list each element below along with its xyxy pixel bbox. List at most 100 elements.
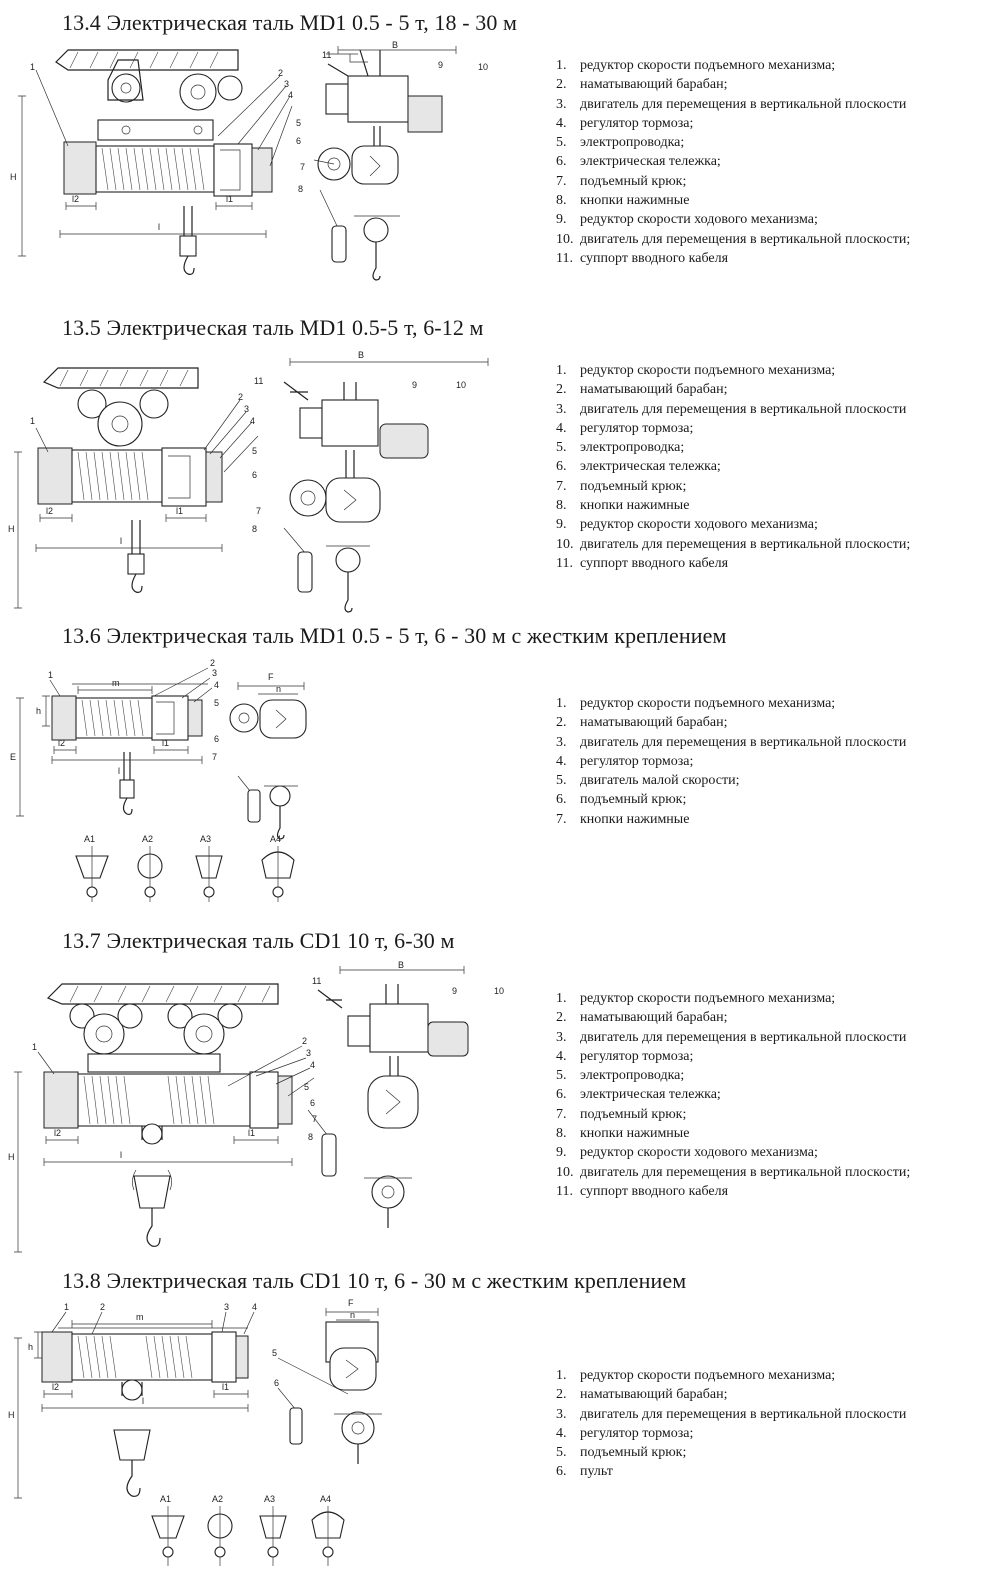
- legend-item: 3.двигатель для перемещения в вертикальн…: [556, 1029, 907, 1045]
- legend-item: 4.регулятор тормоза;: [556, 115, 694, 131]
- label-num-6: 6: [310, 1098, 315, 1108]
- dim-h: h: [28, 1342, 33, 1352]
- legend-item: 10.двигатель для перемещения в вертикаль…: [556, 231, 911, 247]
- dim-H: H: [10, 172, 17, 182]
- legend-list: 1.редуктор скорости подъемного механизма…: [556, 989, 910, 1201]
- label-num-3: 3: [284, 79, 289, 89]
- dim-l: l: [120, 1150, 122, 1160]
- label-num-4: 4: [250, 416, 255, 426]
- dim-E: E: [10, 752, 16, 762]
- label-num-9: 9: [438, 60, 443, 70]
- hoist-drawing-cd1-rigid: A1 A2 A3 A4 1 2 3 4 5 6 H h m l l2: [8, 1298, 382, 1566]
- legend-item: 4.регулятор тормоза;: [556, 1425, 694, 1441]
- legend-item: 1.редуктор скорости подъемного механизма…: [556, 363, 836, 378]
- label-num-11: 11: [254, 376, 263, 386]
- legend-item: 4.регулятор тормоза;: [556, 420, 694, 436]
- dim-l1: l1: [222, 1382, 229, 1392]
- label-num-11: 11: [312, 976, 321, 986]
- label-num-2: 2: [278, 68, 283, 78]
- label-num-8: 8: [308, 1132, 313, 1142]
- hoist-drawing-cd1-10t: 1 2 3 4 5 6 7 8 9 10 11 H l l2 l1 B: [8, 960, 504, 1253]
- mount-variant-a4: A4: [311, 1494, 345, 1566]
- label-num-9: 9: [412, 380, 417, 390]
- legend-item: 7.кнопки нажимные: [556, 811, 690, 827]
- dim-l2: l2: [72, 194, 79, 204]
- legend-item: 2.наматывающий барабан;: [556, 1010, 728, 1026]
- label-num-8: 8: [252, 524, 257, 534]
- legend-list: 1.редуктор скорости подъемного механизма…: [556, 1366, 906, 1482]
- dim-H: H: [8, 1410, 15, 1420]
- legend-item: 2.наматывающий барабан;: [556, 715, 728, 731]
- legend-item: 1.редуктор скорости подъемного механизма…: [556, 696, 836, 711]
- legend-item: 10.двигатель для перемещения в вертикаль…: [556, 536, 911, 552]
- legend-item: 2.наматывающий барабан;: [556, 77, 728, 93]
- label-num-4: 4: [214, 680, 219, 690]
- label-num-3: 3: [212, 668, 217, 678]
- legend-item: 1.редуктор скорости подъемного механизма…: [556, 58, 836, 73]
- label-num-1: 1: [30, 416, 35, 426]
- legend-item: 6.подъемный крюк;: [556, 792, 687, 808]
- mount-variant-a3: A3: [195, 834, 223, 902]
- dim-l: l: [158, 222, 160, 232]
- label-num-3: 3: [224, 1302, 229, 1312]
- legend-item: 3.двигатель для перемещения в вертикальн…: [556, 734, 907, 750]
- legend-item: 9.редуктор скорости ходового механизма;: [556, 517, 818, 533]
- legend-list: 1.редуктор скорости подъемного механизма…: [556, 361, 910, 573]
- dim-n: n: [350, 1310, 355, 1320]
- mount-label: A3: [264, 1494, 275, 1504]
- label-num-8: 8: [298, 184, 303, 194]
- legend-item: 7.подъемный крюк;: [556, 1106, 687, 1122]
- legend-item: 8.кнопки нажимные: [556, 498, 690, 514]
- legend-item: 10.двигатель для перемещения в вертикаль…: [556, 1164, 911, 1180]
- dim-B: B: [358, 350, 364, 360]
- hoist-drawing-md1-18-30: 1 2 3 4 5 6 7 8 9 10 11 H l l2 l1 B: [10, 40, 488, 281]
- dim-m: m: [136, 1312, 144, 1322]
- legend-item: 5.электропроводка;: [556, 440, 685, 456]
- legend-item: 3.двигатель для перемещения в вертикальн…: [556, 401, 907, 417]
- label-num-5: 5: [252, 446, 257, 456]
- legend-list: 1.редуктор скорости подъемного механизма…: [556, 56, 910, 268]
- dim-l: l: [142, 1396, 144, 1406]
- mount-label: A3: [200, 834, 211, 844]
- dim-n: n: [276, 684, 281, 694]
- mount-label: A2: [142, 834, 153, 844]
- legend-item: 1.редуктор скорости подъемного механизма…: [556, 1368, 836, 1383]
- dim-l: l: [118, 766, 120, 776]
- legend-item: 11.суппорт вводного кабеля: [556, 250, 729, 266]
- label-num-3: 3: [306, 1048, 311, 1058]
- label-num-1: 1: [64, 1302, 69, 1312]
- label-num-7: 7: [256, 506, 261, 516]
- mount-variant-a2: A2: [137, 834, 163, 902]
- dim-l1: l1: [162, 738, 169, 748]
- label-num-6: 6: [252, 470, 257, 480]
- label-num-5: 5: [304, 1082, 309, 1092]
- legend-item: 7.подъемный крюк;: [556, 173, 687, 189]
- dim-B: B: [392, 40, 398, 50]
- mount-variant-a1: A1: [151, 1494, 185, 1566]
- legend-item: 9.редуктор скорости ходового механизма;: [556, 212, 818, 228]
- dim-F: F: [268, 672, 274, 682]
- label-num-6: 6: [274, 1378, 279, 1388]
- label-num-1: 1: [48, 670, 53, 680]
- dim-l1: l1: [226, 194, 233, 204]
- legend-item: 8.кнопки нажимные: [556, 193, 690, 209]
- dim-H: H: [8, 1152, 15, 1162]
- mount-variant-a3: A3: [259, 1494, 287, 1566]
- mount-label: A4: [320, 1494, 331, 1504]
- section-heading: 13.5 Электрическая таль MD1 0.5-5 т, 6-1…: [62, 315, 484, 340]
- legend-item: 1.редуктор скорости подъемного механизма…: [556, 991, 836, 1006]
- section-heading: 13.6 Электрическая таль MD1 0.5 - 5 т, 6…: [62, 623, 727, 648]
- label-num-9: 9: [452, 986, 457, 996]
- mount-variant-a4: A4: [261, 834, 295, 902]
- hoist-drawing-md1-rigid: A1 A2 A3 A4 1 2 3 4 5 6 7 E h m l l: [10, 658, 307, 902]
- dim-h: h: [36, 706, 41, 716]
- dim-m: m: [112, 678, 120, 688]
- dim-l2: l2: [54, 1128, 61, 1138]
- dim-l2: l2: [52, 1382, 59, 1392]
- dim-H: H: [8, 524, 15, 534]
- legend-item: 2.наматывающий барабан;: [556, 382, 728, 398]
- label-num-5: 5: [272, 1348, 277, 1358]
- label-num-4: 4: [252, 1302, 257, 1312]
- legend-item: 4.регулятор тормоза;: [556, 1048, 694, 1064]
- label-num-2: 2: [100, 1302, 105, 1312]
